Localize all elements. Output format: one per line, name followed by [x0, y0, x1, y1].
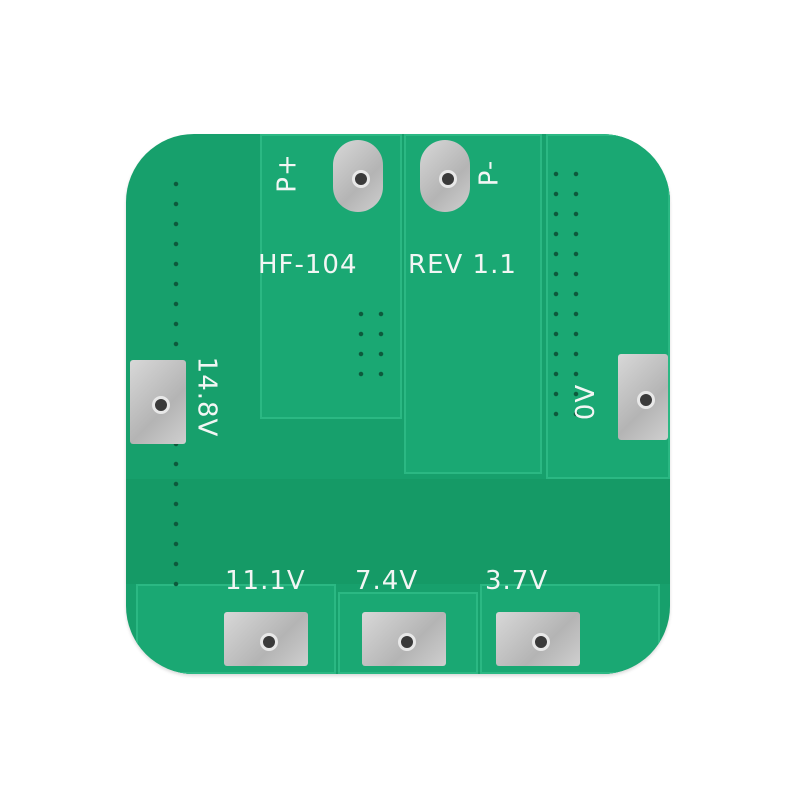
label-model: HF-104: [258, 250, 358, 280]
pad-3v7: [496, 612, 580, 666]
copper-trace-14v8: [126, 479, 670, 584]
copper-trace-p-minus: [404, 134, 542, 474]
pad-7v4: [362, 612, 446, 666]
label-3v7: 3.7V: [485, 566, 549, 596]
via-array: [351, 304, 393, 384]
label-p-minus: P-: [474, 159, 505, 187]
pad-p-minus: [420, 140, 470, 212]
pad-0v: [618, 354, 668, 440]
via-array: [546, 164, 588, 424]
label-7v4: 7.4V: [355, 566, 419, 596]
label-p-plus: P+: [272, 153, 303, 193]
pad-14v8: [130, 360, 186, 444]
pad-11v1: [224, 612, 308, 666]
label-11v1: 11.1V: [225, 566, 306, 596]
label-0v: 0V: [571, 383, 602, 421]
pad-p-plus: [333, 140, 383, 212]
label-14v8: 14.8V: [191, 356, 222, 438]
label-revision: REV 1.1: [408, 250, 517, 280]
